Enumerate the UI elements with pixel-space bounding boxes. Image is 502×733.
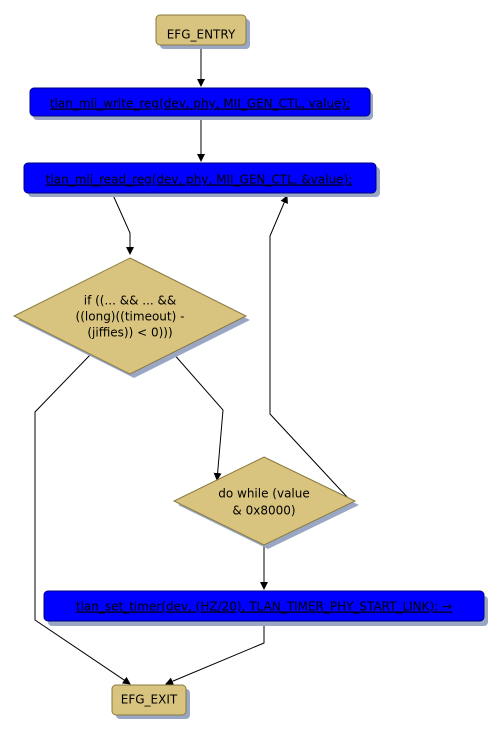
node-entry-label: EFG_ENTRY <box>167 28 236 42</box>
edges <box>34 46 349 685</box>
edge-settimer-to-exit <box>165 622 265 685</box>
node-if-decision: if ((... && ... && ((long)((timeout) - (… <box>12 257 250 378</box>
node-write-reg-label: tlan_mii_write_reg(dev, phy, MII_GEN_CTL… <box>50 97 350 111</box>
edge-if-to-exit <box>34 353 131 685</box>
node-dowhile-line-1: do while (value <box>218 487 310 501</box>
edge-read-to-if <box>112 194 134 255</box>
node-if-line-3: (jiffies)) < 0))) <box>87 326 172 340</box>
node-exit-label: EFG_EXIT <box>121 693 178 707</box>
node-exit: EFG_EXIT <box>111 684 190 719</box>
node-set-timer: tlan_set_timer(dev, (HZ/20), TLAN_TIMER_… <box>43 590 488 626</box>
edge-if-to-dowhile <box>171 351 224 481</box>
node-read-reg: tlan_mii_read_reg(dev, phy, MII_GEN_CTL,… <box>23 162 380 197</box>
node-if-line-2: ((long)((timeout) - <box>76 310 185 324</box>
node-set-timer-label: tlan_set_timer(dev, (HZ/20), TLAN_TIMER_… <box>76 600 452 614</box>
node-write-reg: tlan_mii_write_reg(dev, phy, MII_GEN_CTL… <box>29 87 373 120</box>
node-dowhile-decision: do while (value & 0x8000) <box>172 456 359 549</box>
node-read-reg-label: tlan_mii_read_reg(dev, phy, MII_GEN_CTL,… <box>46 173 353 187</box>
node-dowhile-line-2: & 0x8000) <box>232 504 295 518</box>
node-entry: EFG_ENTRY <box>155 14 250 49</box>
edge-dowhile-loop-to-read <box>269 195 349 499</box>
node-if-line-1: if ((... && ... && <box>84 294 177 308</box>
